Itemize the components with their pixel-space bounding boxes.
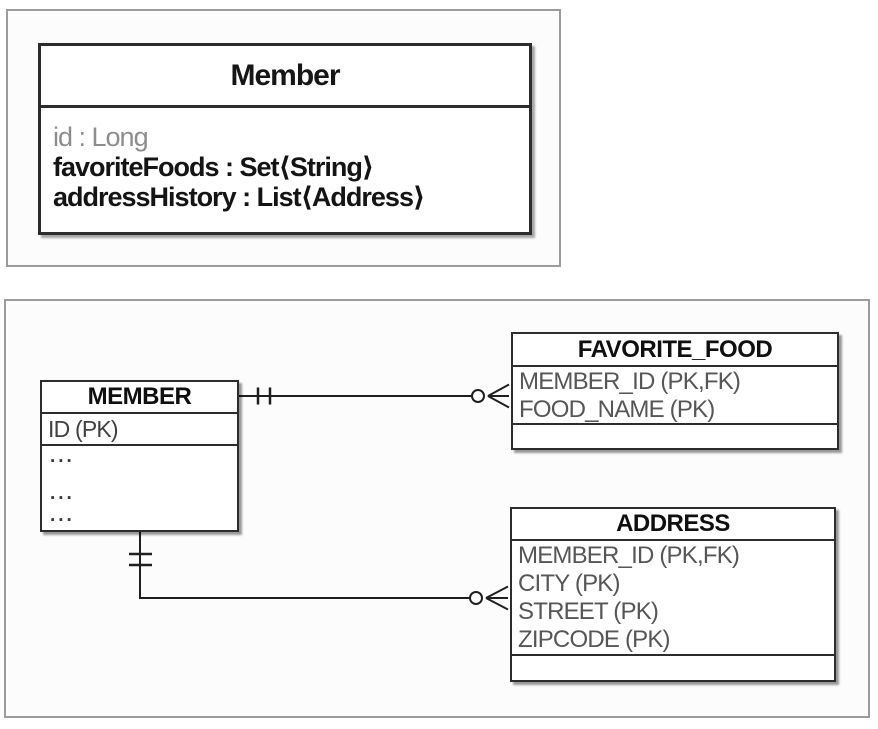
- erd-table-favorite-food: FAVORITE_FOOD MEMBER_ID (PK,FK) FOOD_NAM…: [511, 332, 839, 450]
- erd-diagram-panel: MEMBER ID (PK) ... ... ... FAVORITE_FOOD…: [4, 299, 870, 718]
- erd-column-street: STREET (PK): [518, 598, 659, 625]
- erd-column-city: CITY (PK): [518, 570, 621, 597]
- erd-column-member-id: ID (PK): [42, 414, 237, 446]
- ellipsis-row: ...: [50, 483, 75, 504]
- erd-table-member: MEMBER ID (PK) ... ... ...: [40, 380, 239, 532]
- erd-column-member-id: MEMBER_ID (PK,FK): [518, 542, 740, 569]
- uml-class-member: Member id : Long favoriteFoods : Set⟨Str…: [38, 43, 532, 235]
- ellipsis-row: ...: [50, 505, 75, 526]
- erd-column-zipcode: ZIPCODE (PK): [518, 626, 671, 653]
- ellipsis-row: ...: [50, 446, 75, 467]
- uml-attribute-id: id : Long: [53, 122, 149, 152]
- uml-class-attributes: id : Long favoriteFoods : Set⟨String⟩ ad…: [41, 108, 529, 212]
- erd-table-favorite-food-title: FAVORITE_FOOD: [513, 334, 837, 367]
- erd-table-member-title: MEMBER: [42, 382, 237, 414]
- relationship-member-address: [129, 530, 509, 611]
- uml-class-diagram-panel: Member id : Long favoriteFoods : Set⟨Str…: [6, 9, 561, 267]
- erd-table-address: ADDRESS MEMBER_ID (PK,FK) CITY (PK) STRE…: [510, 507, 836, 682]
- erd-table-address-columns: MEMBER_ID (PK,FK) CITY (PK) STREET (PK) …: [512, 541, 834, 656]
- uml-attribute-favorite-foods: favoriteFoods : Set⟨String⟩: [53, 152, 374, 182]
- relationship-member-favorite-food: [237, 383, 510, 409]
- erd-table-member-hidden-columns: ... ... ...: [42, 446, 237, 528]
- uml-attribute-address-history: addressHistory : List⟨Address⟩: [53, 182, 425, 212]
- erd-column-food-name: FOOD_NAME (PK): [519, 396, 715, 423]
- uml-class-title: Member: [41, 46, 529, 108]
- erd-column-member-id: MEMBER_ID (PK,FK): [519, 368, 741, 395]
- erd-table-favorite-food-columns: MEMBER_ID (PK,FK) FOOD_NAME (PK): [513, 367, 837, 425]
- erd-table-address-title: ADDRESS: [512, 509, 834, 541]
